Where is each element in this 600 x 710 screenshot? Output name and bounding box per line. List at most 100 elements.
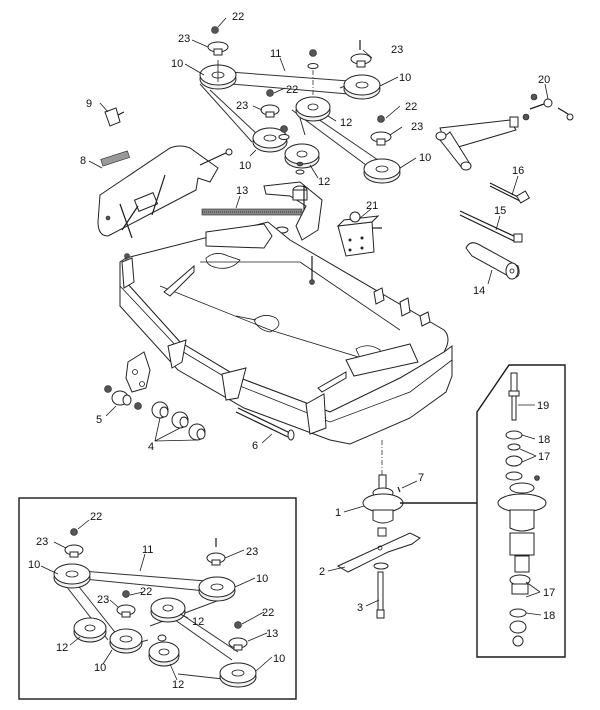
mower-deck-shell xyxy=(119,221,453,445)
bolt-deflector xyxy=(199,148,233,166)
callout-8: 8 xyxy=(80,155,86,167)
blade-2 xyxy=(336,527,421,573)
callout-3: 3 xyxy=(357,602,363,614)
pin-16 xyxy=(489,182,531,204)
inset-pulley-10-top-left xyxy=(53,563,91,589)
pulley-10-right xyxy=(363,158,401,184)
belt-left-run xyxy=(199,83,259,143)
spindle-inset-border xyxy=(476,364,566,658)
callout-10: 10 xyxy=(171,58,183,70)
inset-pulley-10-center xyxy=(109,628,143,654)
front-bracket-right xyxy=(305,393,327,435)
callout-12: 12 xyxy=(172,679,184,691)
roller-14 xyxy=(465,242,520,280)
spindle-assembly-1 xyxy=(362,440,404,524)
callout-6: 6 xyxy=(252,440,258,452)
callout-20: 20 xyxy=(538,74,550,86)
deck-skirt xyxy=(119,257,453,445)
roller-5 xyxy=(104,385,142,410)
callout-22: 22 xyxy=(232,11,244,23)
callout-17: 17 xyxy=(543,587,555,599)
callout-23: 23 xyxy=(178,33,190,45)
knob-9 xyxy=(104,107,125,127)
spindle-opening-center xyxy=(235,315,280,333)
callout-22: 22 xyxy=(140,586,152,598)
washer-23-top-left xyxy=(207,41,229,56)
bracket-5-plate xyxy=(125,351,151,393)
front-bracket-center xyxy=(221,367,247,401)
deck-gusset-right xyxy=(317,371,347,393)
callout-13: 13 xyxy=(266,628,278,640)
callout-4: 4 xyxy=(148,441,154,453)
spring-13 xyxy=(201,208,303,216)
washer-23-right xyxy=(370,131,392,146)
inset-pulley-12-right xyxy=(150,597,186,623)
callout-23: 23 xyxy=(391,44,403,56)
callout-10: 10 xyxy=(94,662,106,674)
anti-scalp-arm xyxy=(435,116,519,171)
callout-14: 14 xyxy=(473,285,485,297)
callout-10: 10 xyxy=(399,72,411,84)
nut-22-top-left xyxy=(211,26,219,34)
pulley-12-lower xyxy=(284,143,320,169)
nut-22-middle xyxy=(266,89,274,97)
inset-pulley-12-left xyxy=(73,617,107,643)
deflector-shield xyxy=(97,145,219,237)
side-bracket-left xyxy=(121,257,135,289)
callout-15: 15 xyxy=(494,205,506,217)
callout-19: 19 xyxy=(537,400,549,412)
inset-pulley-12-center xyxy=(148,634,180,667)
axle-bolt-6 xyxy=(235,407,295,441)
callout-11: 11 xyxy=(142,544,153,556)
rod-end-20 xyxy=(522,93,574,121)
callout-22: 22 xyxy=(286,84,298,96)
idler-stack-lower xyxy=(278,125,290,140)
pulley-10-top-left xyxy=(199,60,237,90)
callout-7: 7 xyxy=(418,472,424,484)
discharge-deflector xyxy=(97,145,219,239)
callout-10: 10 xyxy=(273,653,285,665)
spring-8 xyxy=(100,150,130,167)
inset-washer-13 xyxy=(228,621,248,651)
deck-bracket-right xyxy=(345,343,419,377)
spindle-opening-left xyxy=(205,253,241,269)
inset-washer-23-b xyxy=(206,538,226,566)
callout-13: 13 xyxy=(236,185,248,197)
spindle-detail-inset xyxy=(400,364,566,658)
callout-9: 9 xyxy=(86,98,92,110)
pulley-10-middle xyxy=(252,127,288,153)
deck-bracket-rear xyxy=(205,223,273,249)
callout-23: 23 xyxy=(246,546,258,558)
callout-11: 11 xyxy=(270,48,281,60)
callout-17: 17 xyxy=(538,451,550,463)
callout-16: 16 xyxy=(512,165,524,177)
rollers-4 xyxy=(151,401,206,441)
callout-22: 22 xyxy=(262,607,274,619)
callout-10: 10 xyxy=(239,160,251,172)
front-bracket-left xyxy=(167,339,187,369)
callout-12: 12 xyxy=(340,117,352,129)
bolt-3 xyxy=(373,562,389,619)
callouts-belt-inset: 22 23 11 10 23 10 22 23 12 22 13 12 10 1… xyxy=(28,511,285,691)
callout-12: 12 xyxy=(56,642,68,654)
callouts-main: 22 23 11 23 10 10 22 9 23 12 22 23 10 8 … xyxy=(80,11,550,614)
pulley-10-top-right xyxy=(343,74,381,100)
callout-5: 5 xyxy=(96,414,102,426)
callout-21: 21 xyxy=(366,200,378,212)
callout-18: 18 xyxy=(543,610,555,622)
deck-gusset-left xyxy=(163,264,195,297)
callout-18: 18 xyxy=(538,434,550,446)
callout-23: 23 xyxy=(236,100,248,112)
callout-23: 23 xyxy=(411,121,423,133)
callout-22: 22 xyxy=(90,511,102,523)
inset-washer-23-c xyxy=(116,590,136,618)
belt-system-top xyxy=(199,26,401,184)
callout-1: 1 xyxy=(335,507,341,519)
callout-12: 12 xyxy=(318,176,330,188)
washer-23-top-right xyxy=(350,40,372,68)
inset-pulley-10-top-right xyxy=(198,576,236,602)
callout-22: 22 xyxy=(405,101,417,113)
callout-10: 10 xyxy=(419,152,431,164)
callout-23: 23 xyxy=(36,536,48,548)
